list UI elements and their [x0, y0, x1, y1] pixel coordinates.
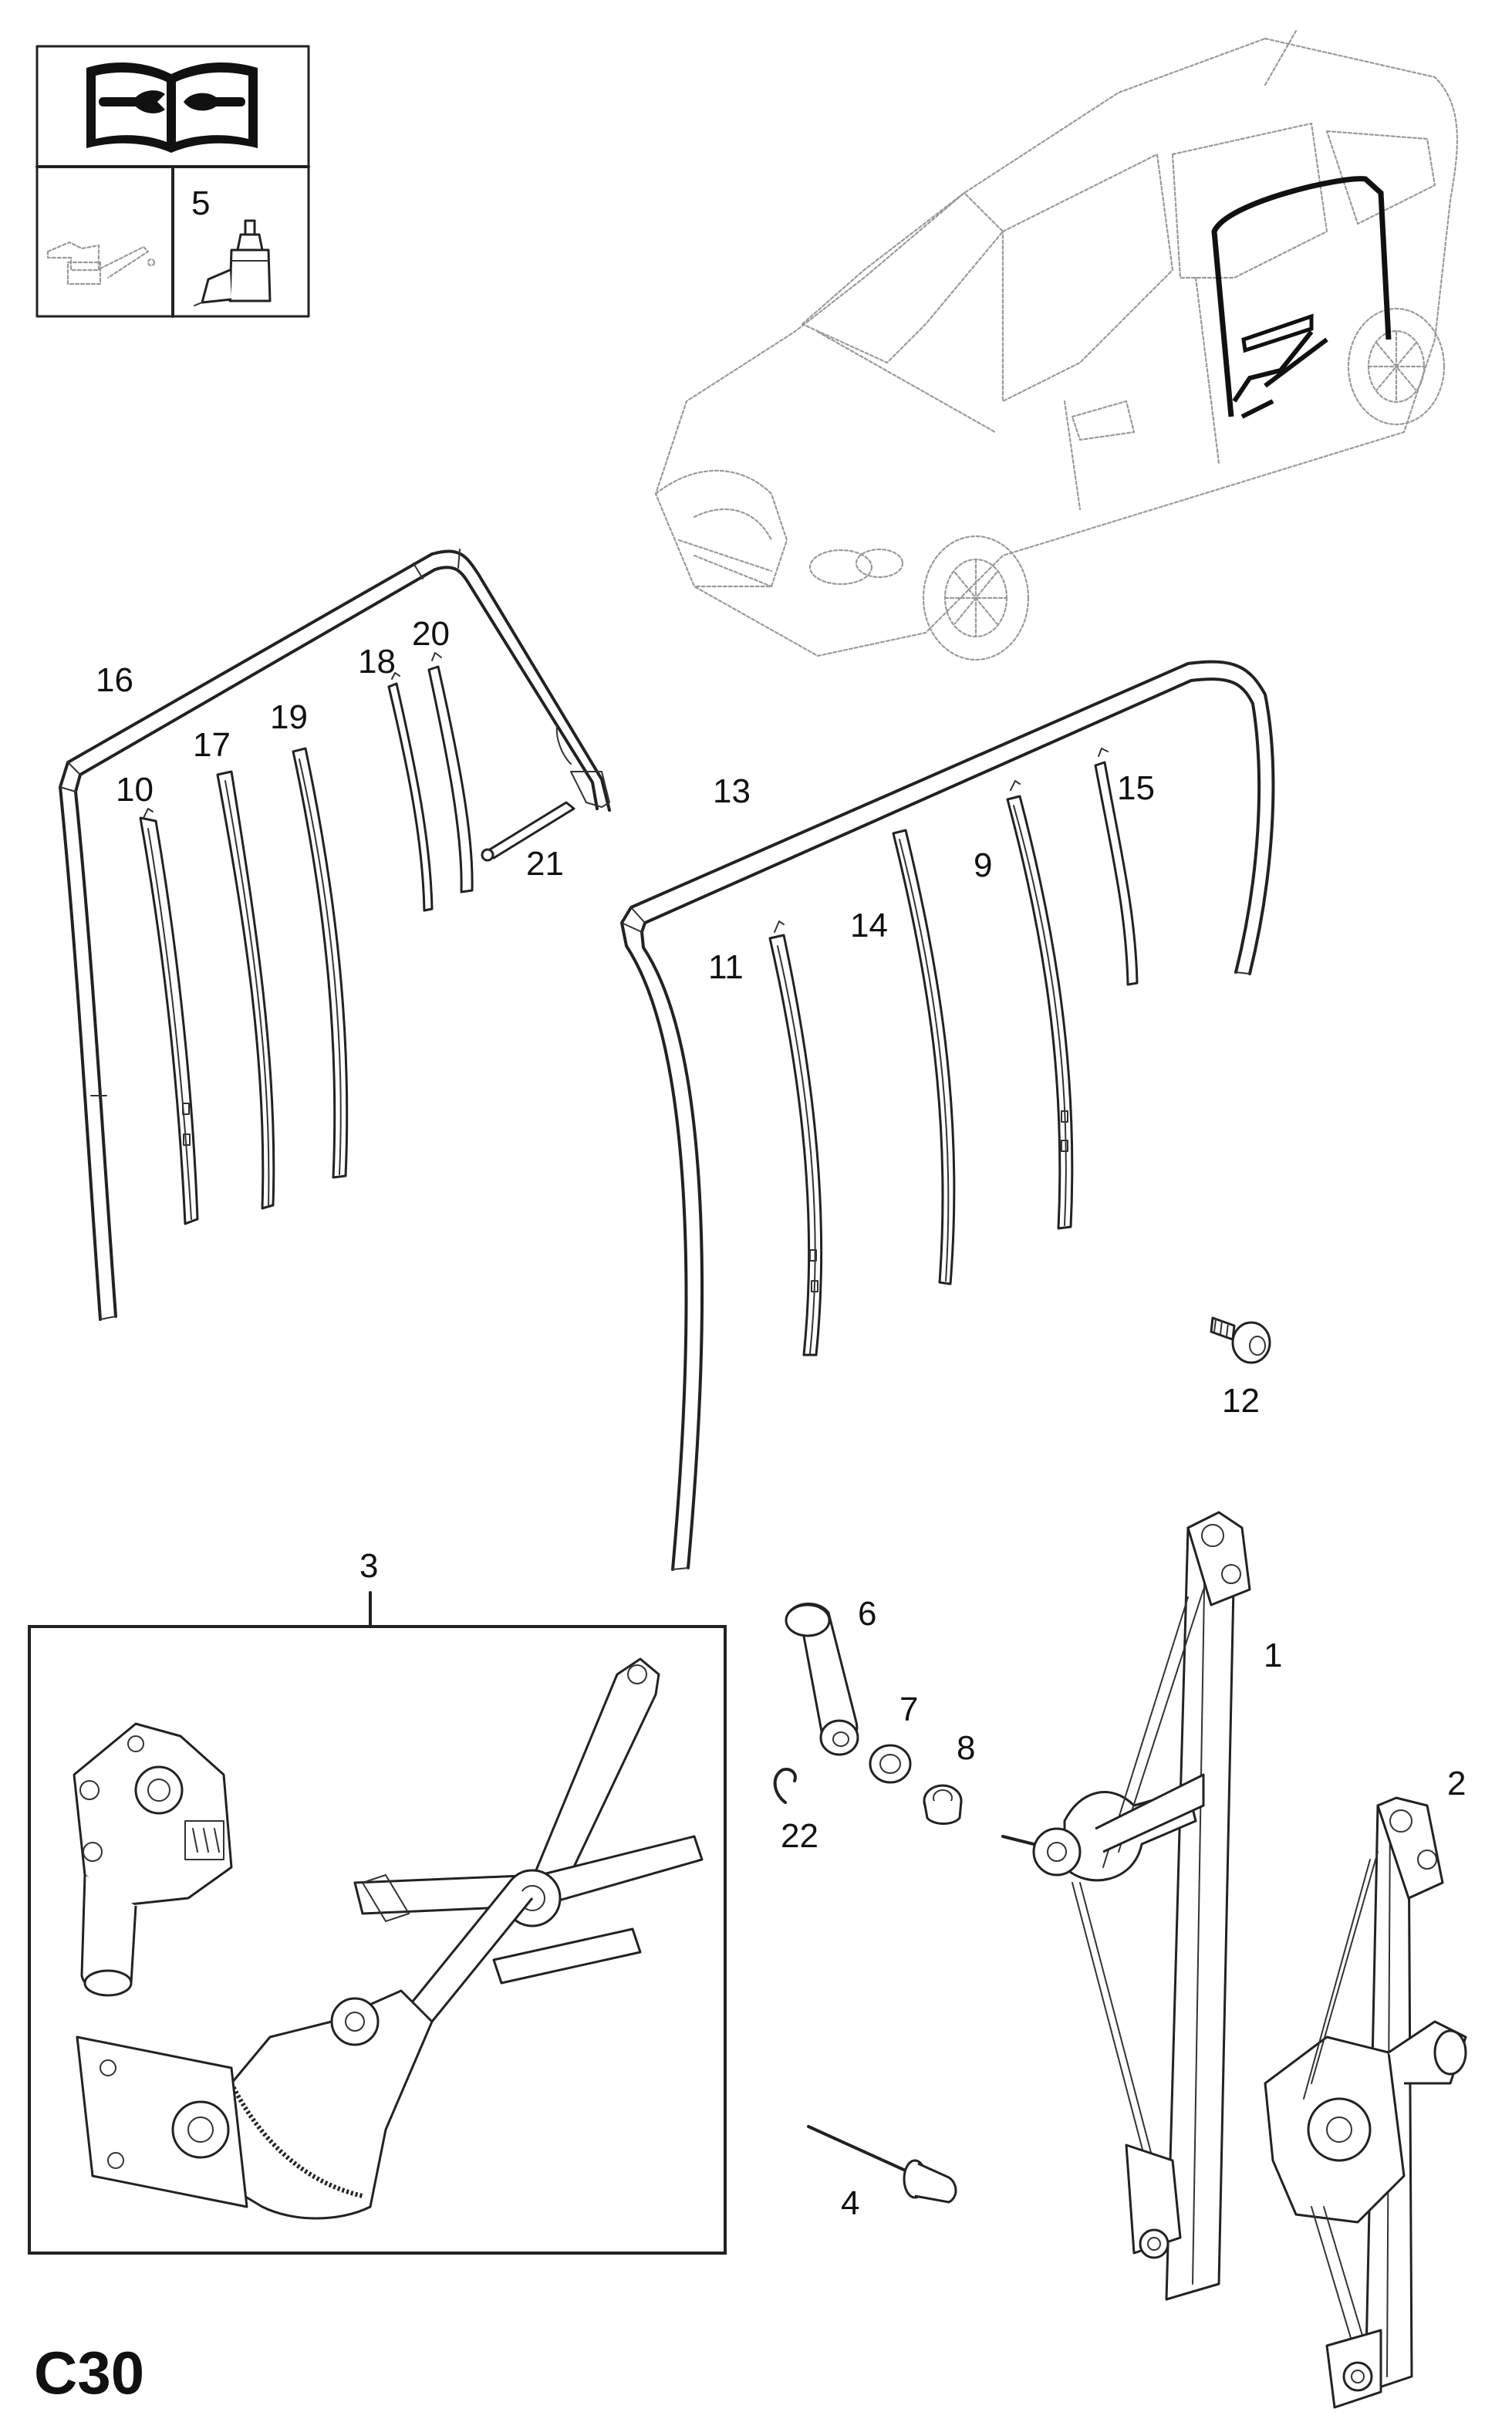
label-19: 19: [270, 698, 308, 736]
label-11: 11: [708, 948, 744, 986]
label-20: 20: [412, 615, 450, 653]
part-16-seal: [59, 549, 611, 1321]
legend-box: 5: [35, 45, 310, 318]
part-2-regulator: [1264, 1796, 1467, 2409]
part-10-channel: [139, 808, 199, 1225]
label-16: 16: [96, 661, 133, 699]
part-17-channel: [216, 770, 275, 1210]
part-15-channel: [1094, 748, 1139, 986]
diagram-code: C30: [34, 2339, 144, 2407]
part-21-strip: [481, 801, 575, 862]
part-20-channel: [427, 652, 474, 894]
window-regulator-inset: [76, 1657, 704, 2220]
label-4: 4: [841, 2184, 859, 2222]
part-13-seal: [620, 660, 1275, 1571]
part-12-screw: [1210, 1316, 1271, 1364]
part-labels: 1 2 3 4 6 7 8 9 10 11 12 13 14 15 16 17 …: [96, 615, 1466, 2222]
window-motor: [73, 1722, 233, 1997]
label-13: 13: [713, 772, 751, 810]
label-15: 15: [1117, 769, 1155, 807]
part-18-channel: [387, 672, 434, 912]
oil-can-icon: [46, 241, 156, 285]
part-11-channel: [768, 921, 823, 1356]
service-manual-icon: [86, 62, 258, 153]
part-9-channel: [1006, 780, 1074, 1230]
part-1-regulator: [1001, 1511, 1251, 2301]
label-2: 2: [1447, 1765, 1466, 1802]
part-14-channel: [892, 829, 956, 1285]
part-8-bushing: [923, 1784, 963, 1825]
label-21: 21: [526, 845, 564, 883]
label-12: 12: [1222, 1382, 1260, 1420]
legend-ref-number: 5: [191, 184, 210, 222]
label-7: 7: [899, 1691, 918, 1728]
label-10: 10: [116, 771, 154, 809]
part-19-channel: [292, 747, 349, 1179]
part-3-inset-box: [28, 1591, 727, 2255]
vehicle-outline: [654, 29, 1459, 661]
label-17: 17: [193, 726, 231, 764]
label-8: 8: [957, 1729, 975, 1767]
part-4-rivet: [807, 2125, 957, 2204]
label-22: 22: [781, 1817, 818, 1855]
label-6: 6: [858, 1595, 876, 1633]
label-18: 18: [358, 643, 396, 681]
label-9: 9: [974, 846, 992, 884]
part-22-clip: [773, 1768, 797, 1804]
adhesive-bottle-icon: [194, 219, 272, 306]
label-3: 3: [359, 1547, 378, 1585]
label-1: 1: [1264, 1637, 1282, 1674]
part-6-crank: [785, 1603, 859, 1756]
part-7-washer: [869, 1744, 912, 1784]
label-14: 14: [850, 907, 888, 944]
